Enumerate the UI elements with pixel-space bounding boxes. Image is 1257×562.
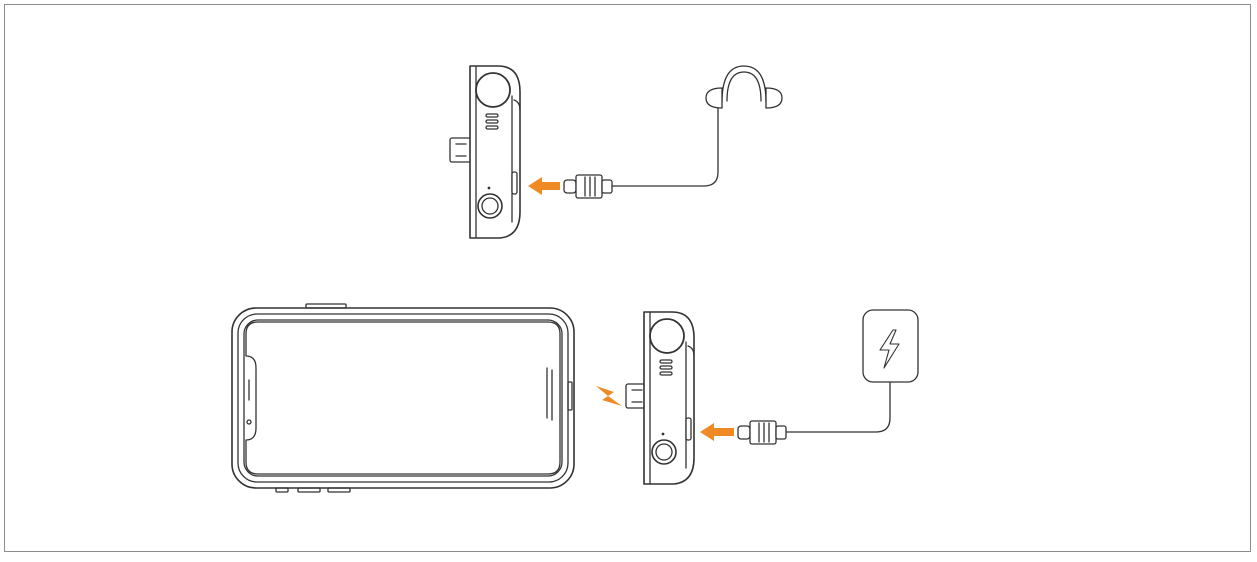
headphones-icon (705, 65, 783, 109)
dial (649, 318, 685, 354)
lightning-bolt-icon (596, 386, 622, 406)
charger-icon (862, 309, 919, 383)
arrow-icon (528, 177, 560, 195)
adapter-bottom (625, 311, 695, 485)
adapter-top (449, 65, 521, 239)
headphone-cable (611, 107, 719, 187)
smartphone-icon (231, 303, 575, 493)
usb-c-plug-icon (737, 420, 787, 445)
lightning-bolt-icon (879, 329, 900, 369)
diagram-frame (4, 4, 1251, 552)
charger-cable (785, 381, 891, 433)
usb-c-plug-icon (563, 174, 613, 199)
arrow-icon (700, 423, 734, 441)
dial (475, 72, 511, 108)
lightning-connector (449, 137, 473, 163)
